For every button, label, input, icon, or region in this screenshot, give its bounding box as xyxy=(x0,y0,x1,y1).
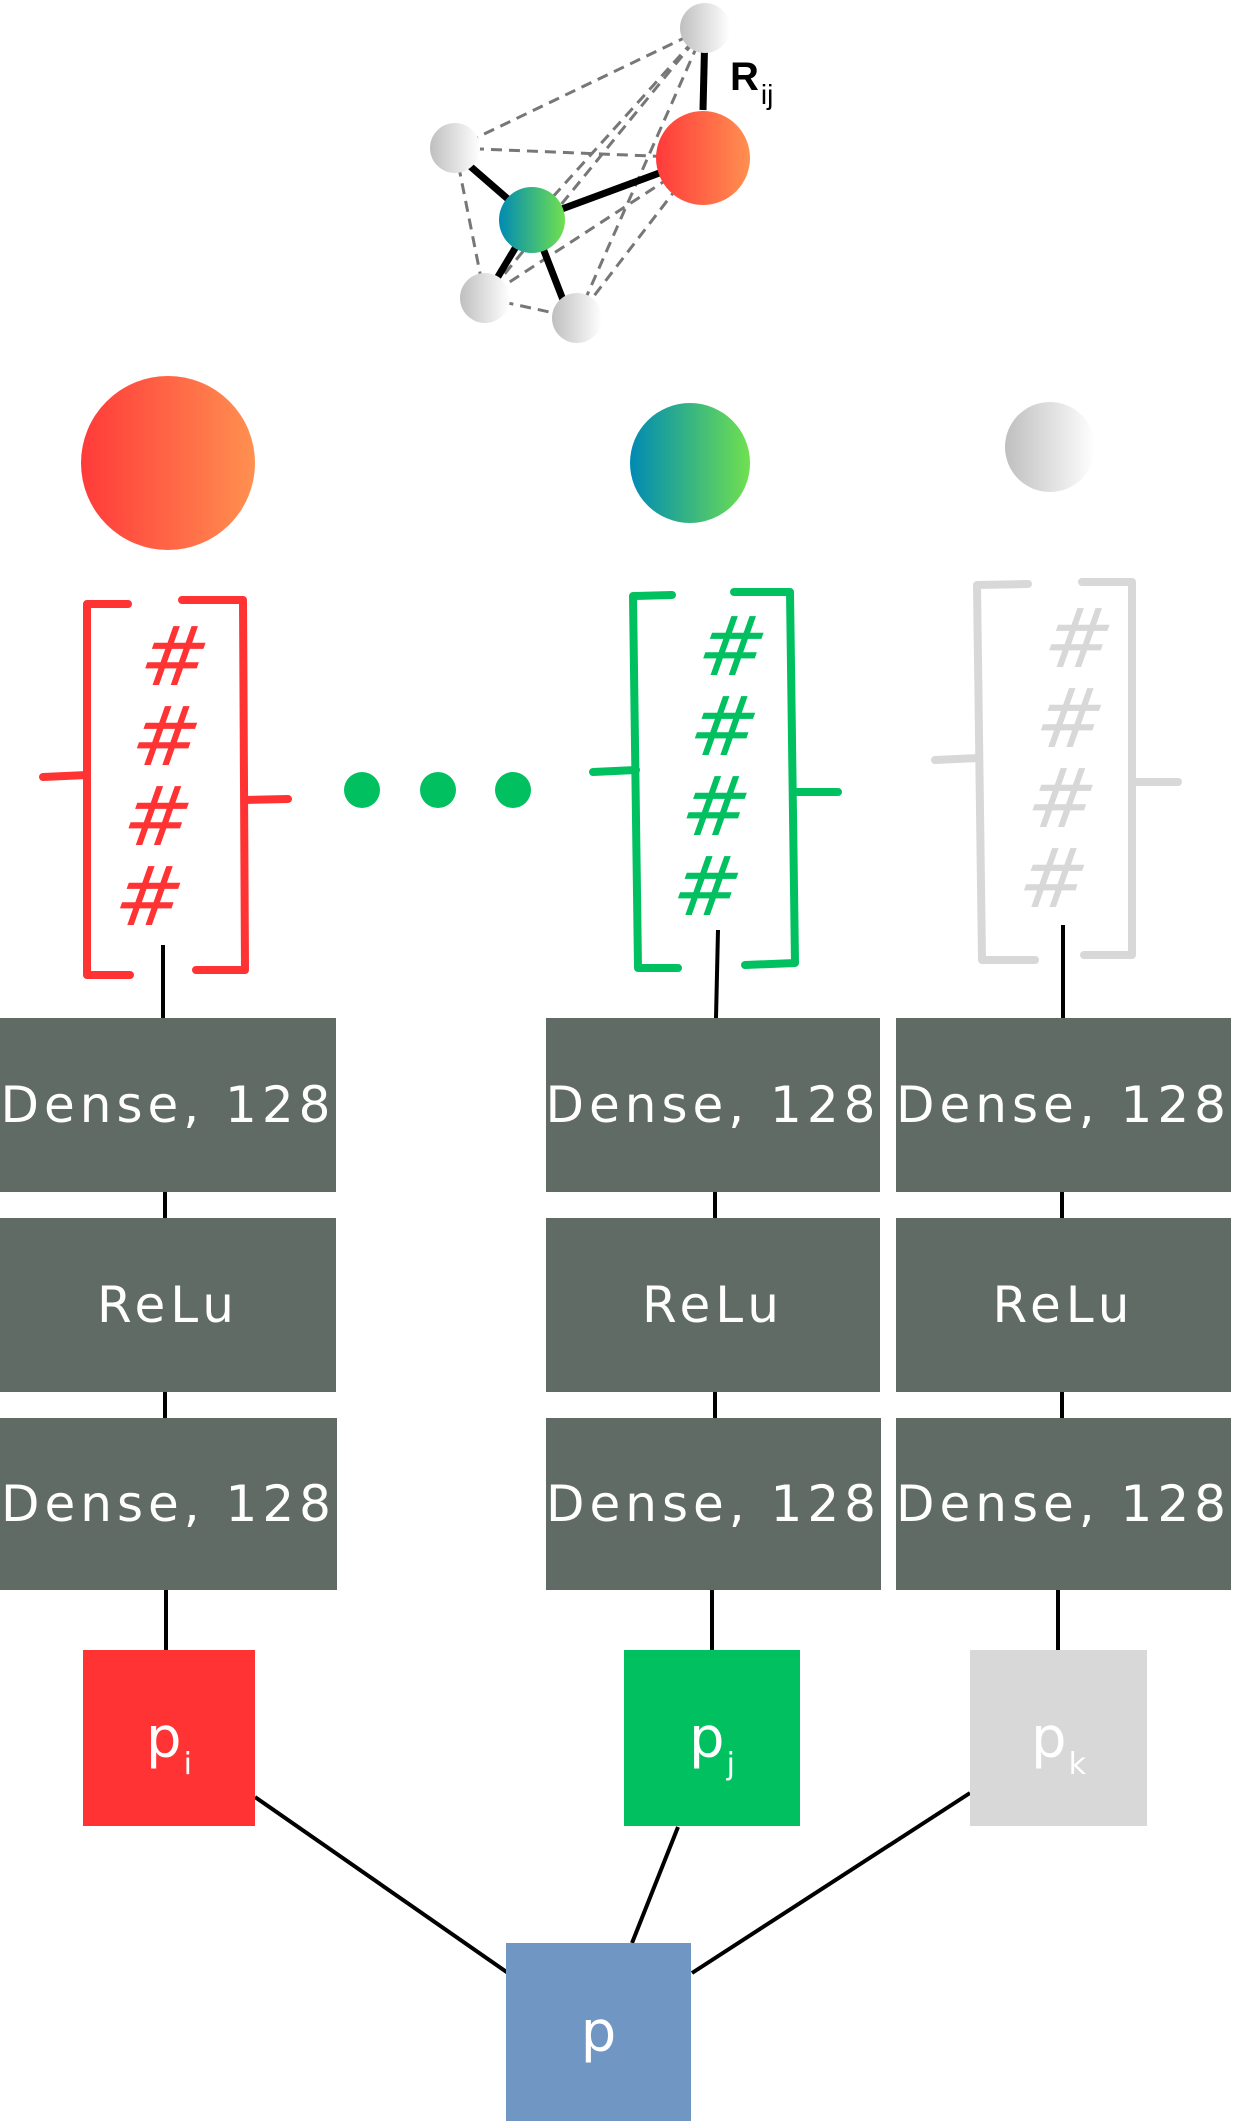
ellipsis-dots xyxy=(344,772,531,808)
connector-lines xyxy=(161,925,1065,1975)
atom-circle-j xyxy=(630,403,750,523)
molecule-atom-central xyxy=(499,187,565,253)
hash-symbol: # xyxy=(676,760,756,855)
bracket-j xyxy=(589,588,842,972)
hash-symbol: # xyxy=(1031,672,1110,767)
hash-symbol: # xyxy=(118,770,198,865)
hash-symbol: # xyxy=(685,680,764,775)
hash-symbol: # xyxy=(1039,592,1119,687)
relu-layer-j: ReLu xyxy=(546,1218,880,1392)
molecule-atom-hydrogen xyxy=(430,123,480,173)
molecule-atom-hydrogen xyxy=(552,293,602,343)
hash-symbol: # xyxy=(1022,752,1102,847)
relu-layer-i: ReLu xyxy=(0,1218,336,1392)
bracket-i xyxy=(39,596,292,979)
hash-symbol: # xyxy=(668,840,748,935)
ellipsis-dot xyxy=(344,772,380,808)
molecule-atom-hydrogen xyxy=(460,273,510,323)
hash-symbol: # xyxy=(693,600,773,695)
dense-layer-1-j: Dense, 128 xyxy=(546,1018,880,1192)
distance-label: Rij xyxy=(730,55,774,110)
dense-layer-2-i: Dense, 128 xyxy=(0,1418,337,1590)
molecule-atom-hydrogen xyxy=(680,3,730,53)
ellipsis-dot xyxy=(495,772,531,808)
relu-layer-k: ReLu xyxy=(896,1218,1231,1392)
dense-layer-2-j: Dense, 128 xyxy=(546,1418,881,1590)
hash-symbol: # xyxy=(127,690,206,785)
atom-circle-k xyxy=(1005,402,1095,492)
hash-symbol: # xyxy=(135,610,215,705)
final-output-box: p xyxy=(506,1943,691,2121)
hash-symbol: # xyxy=(1014,832,1094,927)
molecule-atom-red xyxy=(656,111,750,205)
ellipsis-dot xyxy=(420,772,456,808)
molecule-graphic xyxy=(430,3,750,343)
dense-layer-1-i: Dense, 128 xyxy=(0,1018,336,1192)
hash-symbol: # xyxy=(110,850,190,945)
atom-circle-i xyxy=(81,376,255,550)
bracket-k xyxy=(931,578,1182,964)
dense-layer-2-k: Dense, 128 xyxy=(896,1418,1231,1590)
dense-layer-1-k: Dense, 128 xyxy=(896,1018,1231,1192)
